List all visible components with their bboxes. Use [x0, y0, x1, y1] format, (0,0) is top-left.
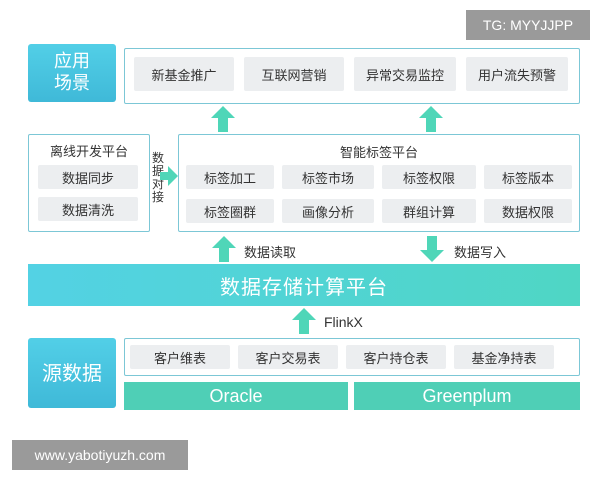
application-label: 应用场景: [28, 44, 116, 102]
storage-compute-platform: 数据存储计算平台: [28, 264, 580, 306]
tag-item-tag-circle-group: 标签圈群: [186, 199, 274, 223]
arrow-data-write: [420, 236, 444, 262]
tag-item-data-permission: 数据权限: [484, 199, 572, 223]
data-read-label: 数据读取: [244, 246, 297, 261]
offline-item-data-sync: 数据同步: [38, 165, 138, 189]
tag-item-group-compute: 群组计算: [382, 199, 476, 223]
app-item-abnormal-trade-monitor: 异常交易监控: [354, 57, 456, 91]
tag-item-tag-permission: 标签权限: [382, 165, 476, 189]
watermark-bottom: www.yabotiyuzh.com: [12, 440, 188, 470]
tag-platform-title: 智能标签平台: [339, 146, 418, 161]
data-write-label: 数据写入: [454, 246, 507, 261]
database-oracle: Oracle: [124, 382, 348, 410]
app-item-user-churn-warning: 用户流失预警: [466, 57, 568, 91]
watermark-top: TG: MYYJJPP: [466, 10, 590, 40]
app-item-internet-marketing: 互联网营销: [244, 57, 344, 91]
arrow-data-read: [212, 236, 236, 262]
database-greenplum: Greenplum: [354, 382, 580, 410]
source-table-customer-holding: 客户持仓表: [346, 345, 446, 369]
source-table-customer-dim: 客户维表: [130, 345, 230, 369]
source-table-customer-trade: 客户交易表: [238, 345, 338, 369]
arrow-tag-to-app-right: [419, 106, 443, 132]
tag-item-tag-processing: 标签加工: [186, 165, 274, 189]
offline-item-data-cleaning: 数据清洗: [38, 197, 138, 221]
source-table-fund-net-holding: 基金净持表: [454, 345, 554, 369]
arrow-offline-to-tag: [160, 166, 178, 186]
offline-platform-title: 离线开发平台: [49, 145, 128, 160]
app-item-new-fund-promotion: 新基金推广: [134, 57, 234, 91]
data-connect-label: 数据对接: [151, 151, 164, 204]
flinkx-label: FlinkX: [324, 314, 363, 330]
arrow-tag-to-app-left: [211, 106, 235, 132]
arrow-flinkx: [292, 308, 316, 334]
tag-item-portrait-analysis: 画像分析: [282, 199, 374, 223]
tag-item-tag-version: 标签版本: [484, 165, 572, 189]
source-data-label: 源数据: [28, 338, 116, 408]
tag-item-tag-market: 标签市场: [282, 165, 374, 189]
